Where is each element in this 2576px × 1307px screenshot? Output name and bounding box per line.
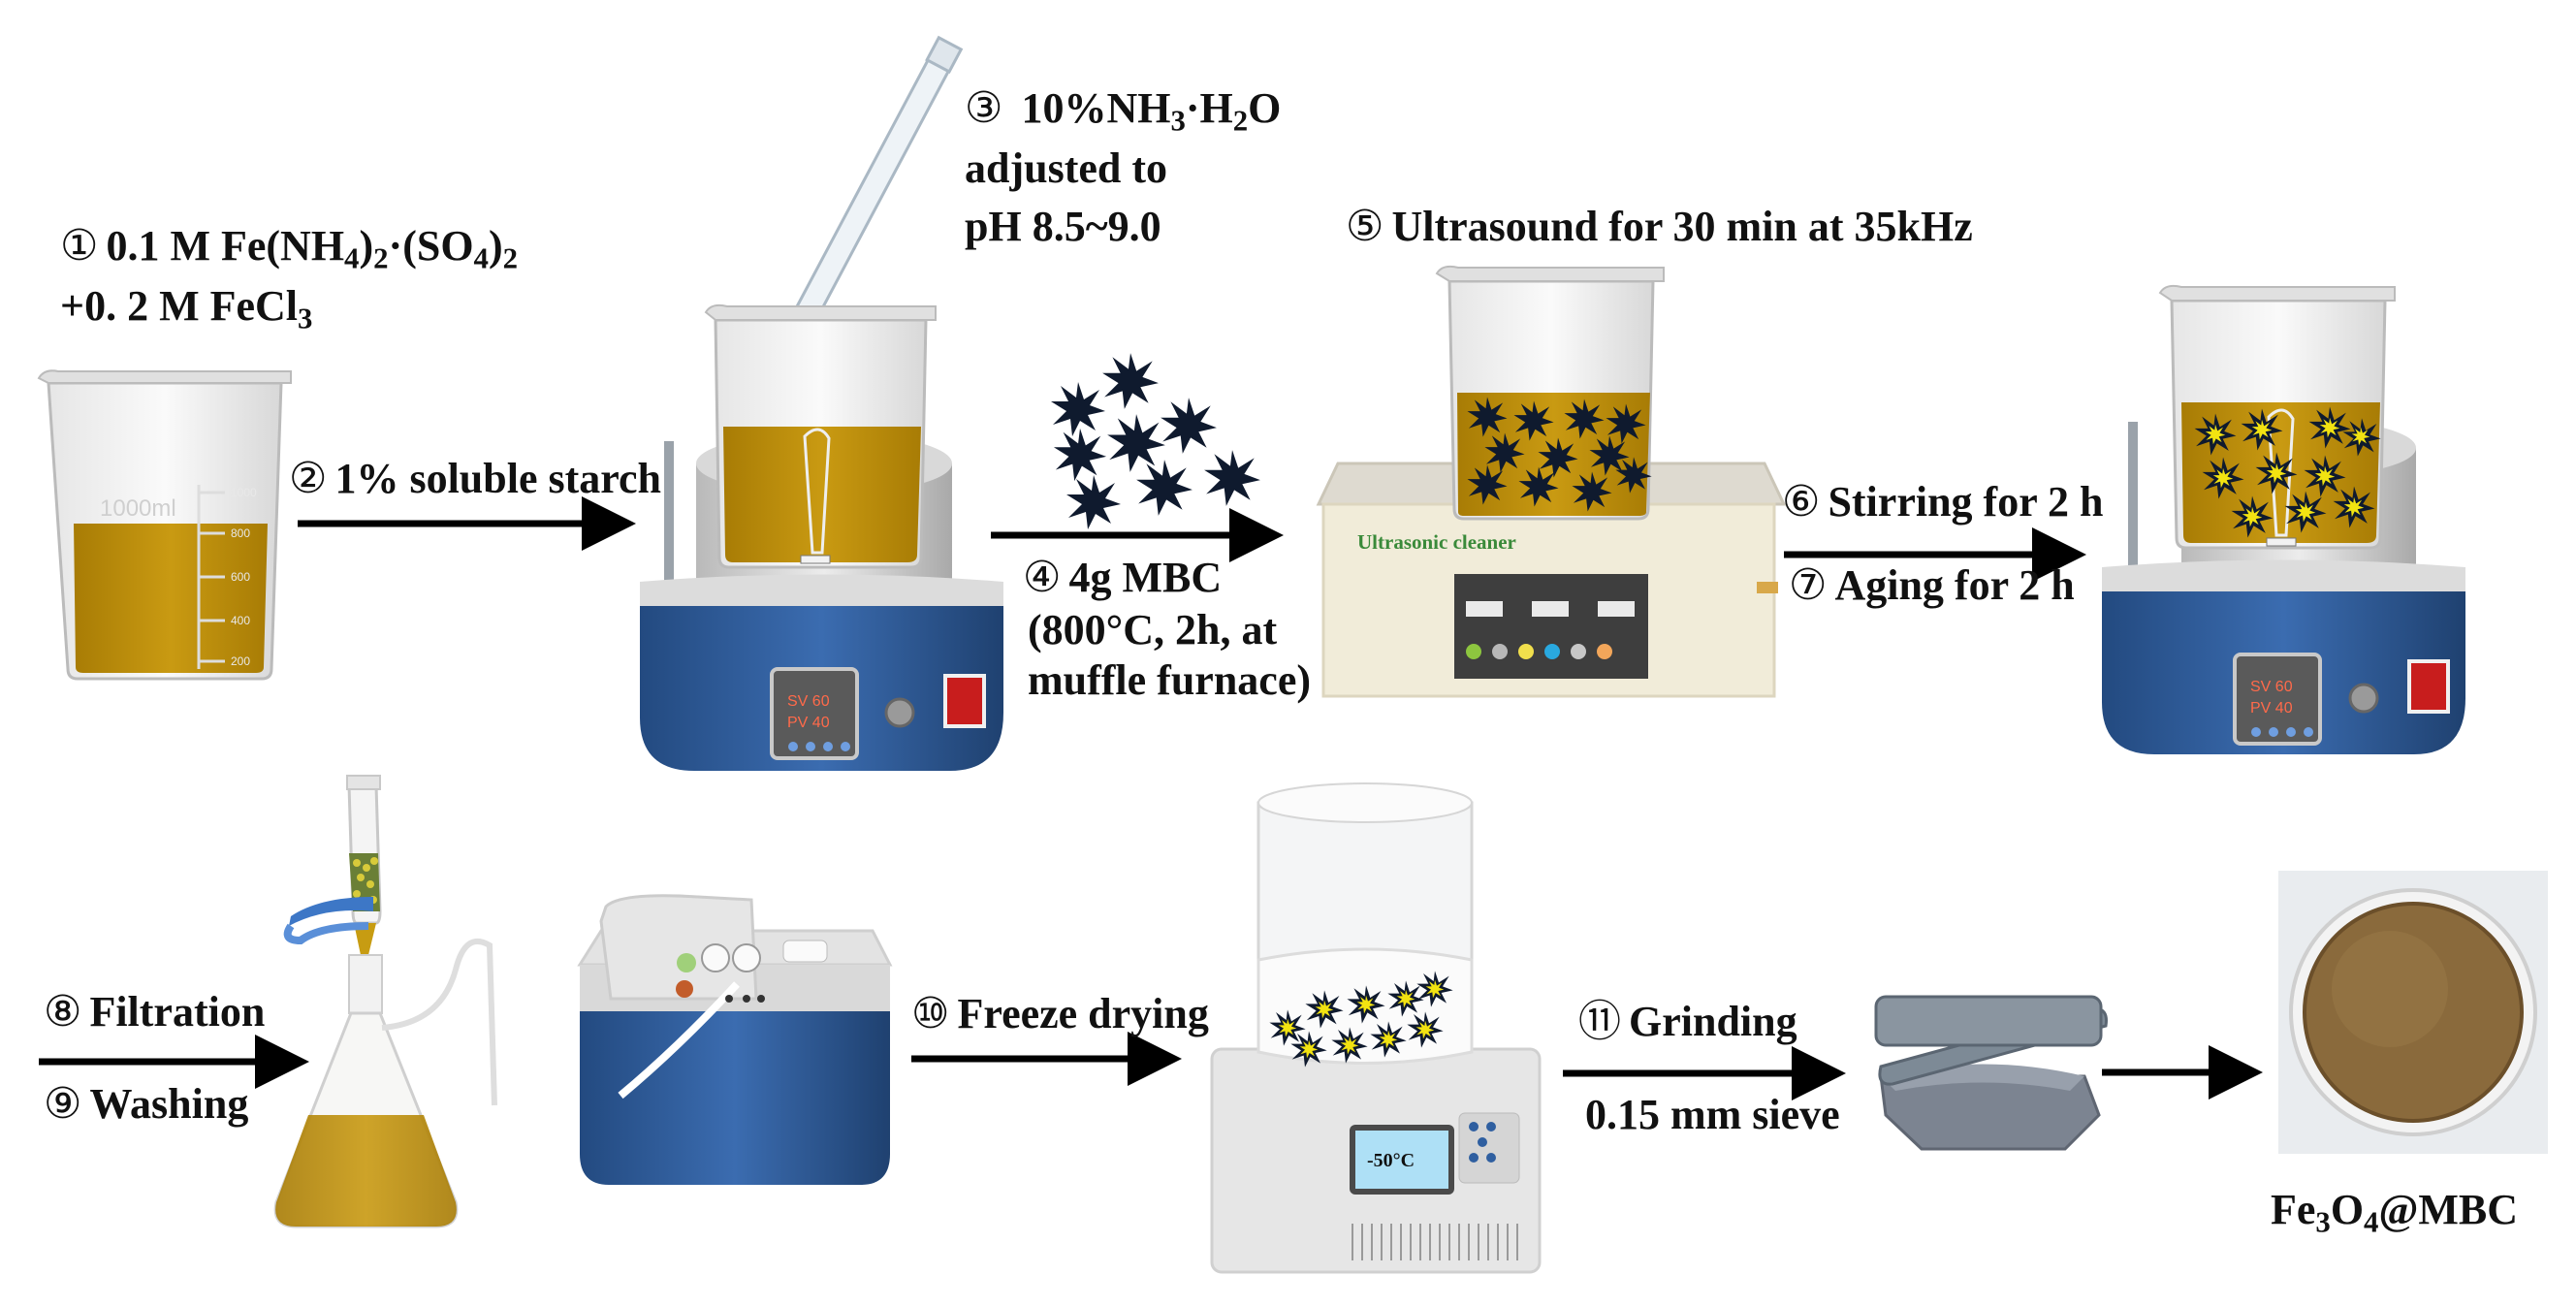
stirrer-1-sv: SV 60 xyxy=(787,693,830,710)
stirrer-2-sv: SV 60 xyxy=(2250,679,2293,695)
freeze-dryer-icon xyxy=(1210,782,1542,1274)
step-4-label-line3: muffle furnace) xyxy=(1028,656,1312,704)
step-number: ⑪ xyxy=(1578,997,1621,1046)
step-number: ① xyxy=(60,221,99,271)
step-1-label-line2: +0. 2 M FeCl3 xyxy=(60,282,313,335)
step-number: ⑨ xyxy=(44,1079,82,1129)
vacuum-filtration-icon xyxy=(273,775,497,1228)
step-number: ⑥ xyxy=(1782,477,1821,526)
beaker-tick-200: 200 xyxy=(231,654,250,668)
step-number: ④ xyxy=(1023,553,1062,602)
mbc-particles-icon xyxy=(1051,353,1260,529)
step-4-label-line2: (800°C, 2h, at xyxy=(1028,606,1278,654)
vacuum-pump-icon xyxy=(577,894,893,1185)
step-number: ⑤ xyxy=(1346,202,1384,251)
product-dish-icon xyxy=(2278,871,2548,1154)
beaker-tick-800: 800 xyxy=(231,526,250,540)
beaker-tick-1000: 1000 xyxy=(231,486,257,499)
stirrer-2-pv: PV 40 xyxy=(2250,700,2293,717)
stirrer-1-pv: PV 40 xyxy=(787,715,830,731)
beaker-tick-labels: 1000 800 600 400 200 xyxy=(231,486,257,668)
step-3-label-line3: pH 8.5~9.0 xyxy=(965,203,1161,250)
reaction-beaker-1-icon xyxy=(704,303,937,569)
freeze-temp-display: -50°C xyxy=(1367,1150,1415,1171)
step-3-label-line2: adjusted to xyxy=(965,144,1168,192)
beaker-tick-400: 400 xyxy=(231,614,250,627)
step-3-label: ③ 10%NH3·H2O xyxy=(965,83,1282,138)
cleaner-name-label: Ultrasonic cleaner xyxy=(1357,530,1516,554)
product-label: Fe3O4@MBC xyxy=(2271,1186,2519,1239)
beaker-volume-label: 1000ml xyxy=(100,495,176,522)
step-number: ② xyxy=(289,454,328,503)
step-number: ⑩ xyxy=(911,989,950,1038)
step-number: ⑧ xyxy=(44,987,82,1036)
step-number: ⑦ xyxy=(1789,560,1828,610)
step-11-label-line2: 0.15 mm sieve xyxy=(1585,1091,1840,1138)
beaker-tick-600: 600 xyxy=(231,570,250,584)
pipette-icon xyxy=(791,35,964,353)
measuring-beaker-icon xyxy=(37,369,292,681)
step-number: ③ xyxy=(965,83,1003,133)
mortar-pestle-icon xyxy=(1874,995,2108,1151)
